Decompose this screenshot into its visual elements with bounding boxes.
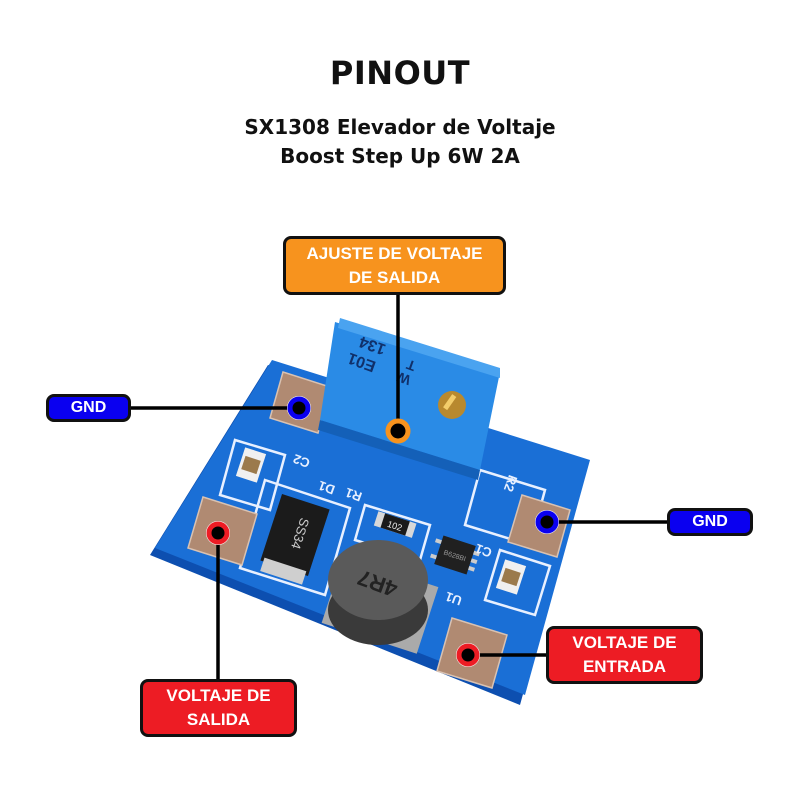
- label-vin-line1: VOLTAJE DE: [572, 633, 677, 652]
- label-vout-line2: SALIDA: [186, 710, 251, 729]
- label-vin-line2: ENTRADA: [582, 657, 667, 676]
- label-gnd-right: GND: [667, 508, 753, 536]
- label-input-voltage: VOLTAJE DE ENTRADA: [546, 626, 703, 684]
- pin-marker-adjust: [385, 418, 411, 444]
- pin-marker-gnd-left: [287, 396, 311, 420]
- trim-screw[interactable]: [438, 391, 466, 419]
- label-output-voltage-adjust: AJUSTE DE VOLTAJE DE SALIDA: [283, 236, 506, 295]
- resistor-r1: 102: [373, 511, 417, 538]
- resistor-marking: 102: [386, 519, 403, 533]
- diode-ss34: SS34: [260, 493, 330, 585]
- leader-lines: [131, 295, 667, 679]
- pin-marker-vin: [456, 643, 480, 667]
- pin-marker-vout: [206, 521, 230, 545]
- label-adjust-line2: DE SALIDA: [348, 267, 441, 287]
- product-subtitle-line2: Boost Step Up 6W 2A: [280, 144, 520, 168]
- potentiometer: 134 E01 T W: [318, 318, 500, 480]
- label-vout-line1: VOLTAJE DE: [166, 686, 271, 705]
- svg-text:U1: U1: [443, 589, 464, 609]
- label-output-voltage: VOLTAJE DE SALIDA: [140, 679, 297, 737]
- svg-text:R1: R1: [343, 485, 364, 505]
- inductor-4r7: 4R7: [321, 540, 439, 654]
- silkscreen-labels: C2 D1 R1 R2 C1 U1: [291, 451, 520, 608]
- label-gnd-left: GND: [46, 394, 131, 422]
- pin-marker-gnd-right: [535, 510, 559, 534]
- page-title: PINOUT: [329, 54, 471, 92]
- svg-text:C2: C2: [291, 451, 312, 471]
- label-adjust-line1: AJUSTE DE VOLTAJE: [306, 243, 483, 263]
- label-gnd-right-text: GND: [692, 513, 728, 530]
- ic-u1: B628BI: [430, 535, 480, 575]
- svg-text:D1: D1: [316, 478, 337, 498]
- label-gnd-left-text: GND: [70, 399, 107, 416]
- svg-text:R2: R2: [501, 473, 521, 494]
- svg-text:C1: C1: [473, 541, 494, 561]
- product-subtitle-line1: SX1308 Elevador de Voltaje: [244, 115, 556, 139]
